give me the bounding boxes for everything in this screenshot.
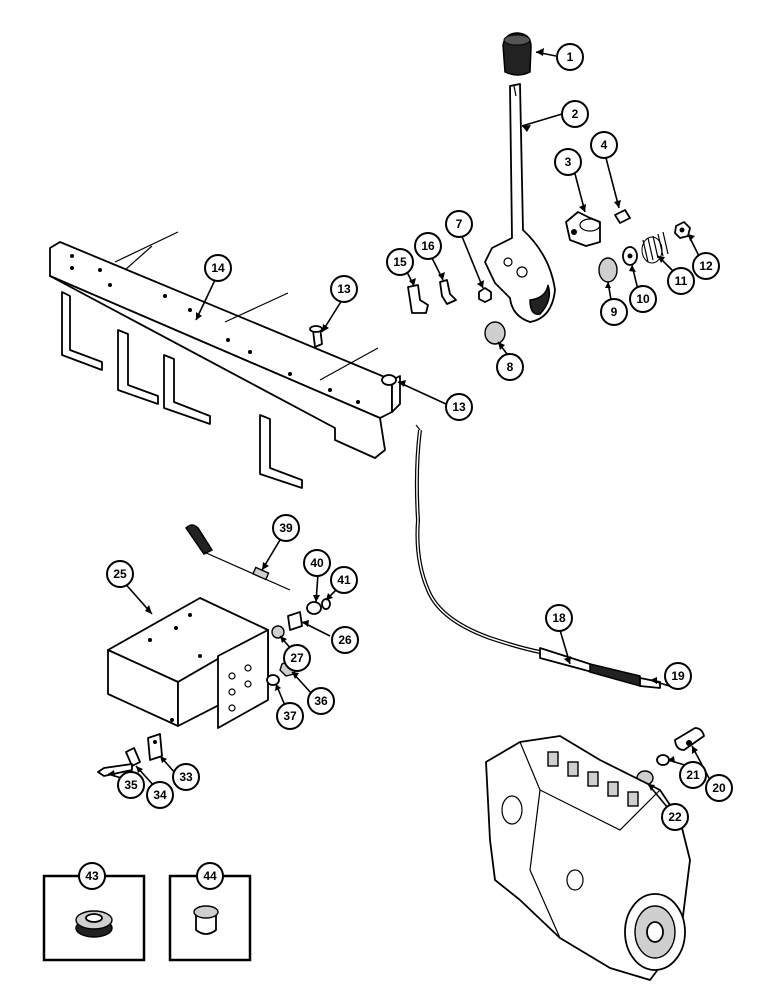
spring-icon <box>641 231 669 264</box>
mounting-bracket-icon <box>107 597 269 729</box>
callout-35: 35 <box>117 771 145 799</box>
callout-label: 4 <box>601 138 608 152</box>
callout-12: 12 <box>692 252 720 280</box>
callout-10: 10 <box>629 285 657 313</box>
callout-2: 2 <box>561 100 589 128</box>
callout-label: 37 <box>283 709 297 723</box>
callout-11: 11 <box>667 267 695 295</box>
leader-lines <box>91 51 711 876</box>
callout-label: 10 <box>636 292 650 306</box>
callout-label: 33 <box>179 770 193 784</box>
callout-label: 26 <box>338 633 352 647</box>
injection-pump-icon <box>485 735 691 981</box>
callout-label: 15 <box>393 255 407 269</box>
callout-21: 21 <box>679 761 707 789</box>
bracket-icon <box>565 211 601 247</box>
callout-13-lower: 13 <box>445 393 473 421</box>
cable-icon <box>414 424 705 786</box>
callout-3: 3 <box>554 148 582 176</box>
plug-icon <box>193 905 219 935</box>
callout-44: 44 <box>196 862 224 890</box>
callout-33: 33 <box>172 763 200 791</box>
callout-19: 19 <box>664 662 692 690</box>
lever-icon <box>484 83 556 323</box>
callout-1: 1 <box>556 43 584 71</box>
callout-26: 26 <box>331 626 359 654</box>
callout-27: 27 <box>283 644 311 672</box>
callout-label: 44 <box>203 869 217 883</box>
callout-36: 36 <box>307 687 335 715</box>
callout-label: 35 <box>124 778 138 792</box>
inset-box-43 <box>42 874 146 962</box>
callout-label: 21 <box>686 768 700 782</box>
callout-label: 2 <box>572 107 579 121</box>
callout-label: 27 <box>290 651 304 665</box>
callout-16: 16 <box>414 232 442 260</box>
callout-4: 4 <box>590 131 618 159</box>
callout-43: 43 <box>78 862 106 890</box>
callout-label: 9 <box>611 305 618 319</box>
callout-39: 39 <box>272 514 300 542</box>
callout-label: 41 <box>337 573 351 587</box>
callout-25: 25 <box>106 560 134 588</box>
callout-label: 13 <box>452 400 466 414</box>
callout-18: 18 <box>545 604 573 632</box>
callout-label: 18 <box>552 611 566 625</box>
callout-label: 22 <box>668 810 682 824</box>
callout-37: 37 <box>276 702 304 730</box>
callout-label: 13 <box>337 282 351 296</box>
callout-label: 36 <box>314 694 328 708</box>
callout-label: 39 <box>279 521 293 535</box>
callout-41: 41 <box>330 566 358 594</box>
callout-8: 8 <box>496 353 524 381</box>
callout-label: 12 <box>699 259 713 273</box>
callout-40: 40 <box>303 549 331 577</box>
callout-label: 3 <box>565 155 572 169</box>
callout-20: 20 <box>705 774 733 802</box>
callout-13-upper: 13 <box>330 275 358 303</box>
callout-label: 43 <box>85 869 99 883</box>
callout-9: 9 <box>600 298 628 326</box>
callout-label: 34 <box>153 788 167 802</box>
arrowheads <box>108 48 698 791</box>
callout-15: 15 <box>386 248 414 276</box>
callout-7: 7 <box>445 210 473 238</box>
callout-label: 16 <box>421 239 435 253</box>
knob-icon <box>502 32 532 76</box>
callout-14: 14 <box>204 254 232 282</box>
callout-label: 20 <box>712 781 726 795</box>
grommet-icon <box>75 910 113 938</box>
callout-label: 19 <box>671 669 685 683</box>
callout-label: 8 <box>507 360 514 374</box>
rail-icon <box>49 231 401 489</box>
callout-34: 34 <box>146 781 174 809</box>
callout-label: 14 <box>211 261 225 275</box>
callout-label: 25 <box>113 567 127 581</box>
callout-label: 1 <box>567 50 574 64</box>
callout-label: 40 <box>310 556 324 570</box>
callout-label: 11 <box>675 274 688 288</box>
callout-label: 7 <box>456 217 463 231</box>
callout-22: 22 <box>661 803 689 831</box>
